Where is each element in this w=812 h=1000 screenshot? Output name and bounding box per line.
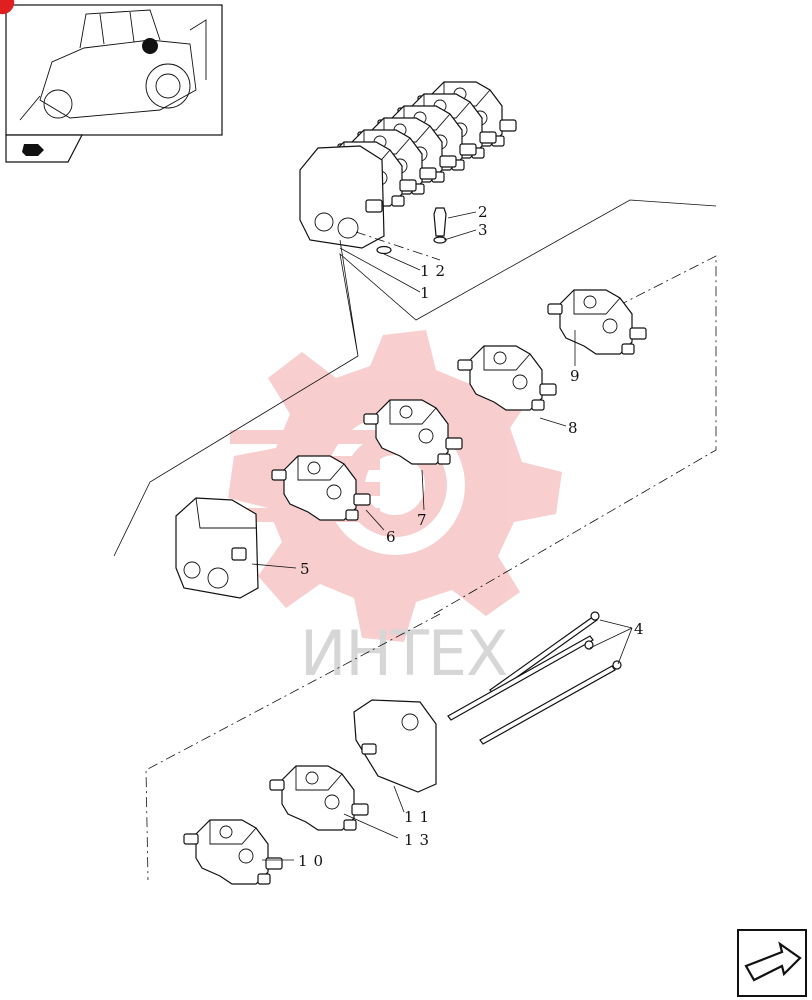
exploded-boundary-lower bbox=[145, 613, 441, 881]
envelope-line bbox=[113, 199, 717, 557]
callout-12: 12 bbox=[420, 262, 451, 280]
callout-3: 3 bbox=[478, 221, 494, 239]
reference-line bbox=[355, 231, 441, 261]
valve-section-13 bbox=[269, 765, 369, 831]
exploded-boundary bbox=[433, 255, 717, 615]
callout-2: 2 bbox=[478, 203, 494, 221]
callout-13: 13 bbox=[404, 831, 435, 849]
end-cover-11 bbox=[353, 699, 437, 793]
callout-7: 7 bbox=[417, 511, 433, 529]
location-marker-icon bbox=[142, 38, 158, 54]
next-page-button[interactable] bbox=[737, 929, 807, 997]
callout-10: 10 bbox=[298, 852, 329, 870]
valve-section-9 bbox=[547, 289, 647, 355]
callout-4: 4 bbox=[634, 620, 650, 638]
washer-part bbox=[376, 245, 392, 255]
bolt-part bbox=[433, 207, 447, 244]
thumbnail-nav-tab[interactable] bbox=[5, 134, 83, 163]
valve-section-10 bbox=[183, 819, 283, 885]
thumbnail-panel[interactable] bbox=[0, 0, 223, 136]
callout-11: 11 bbox=[404, 808, 435, 826]
valve-bank-assembly bbox=[299, 81, 517, 249]
callout-6: 6 bbox=[386, 528, 402, 546]
corner-marker-icon bbox=[0, 0, 15, 15]
callout-8: 8 bbox=[568, 419, 584, 437]
leader-lines bbox=[251, 211, 633, 861]
tractor-thumbnail-image bbox=[19, 9, 207, 121]
arrow-right-icon bbox=[22, 144, 44, 156]
callout-5: 5 bbox=[300, 560, 316, 578]
callout-1: 1 bbox=[420, 284, 436, 302]
inlet-section-5 bbox=[175, 497, 259, 599]
callout-9: 9 bbox=[570, 367, 586, 385]
next-page-arrow-icon bbox=[744, 941, 802, 982]
tie-rods bbox=[447, 611, 622, 745]
watermark-text: ИНТЕХ bbox=[300, 617, 508, 690]
